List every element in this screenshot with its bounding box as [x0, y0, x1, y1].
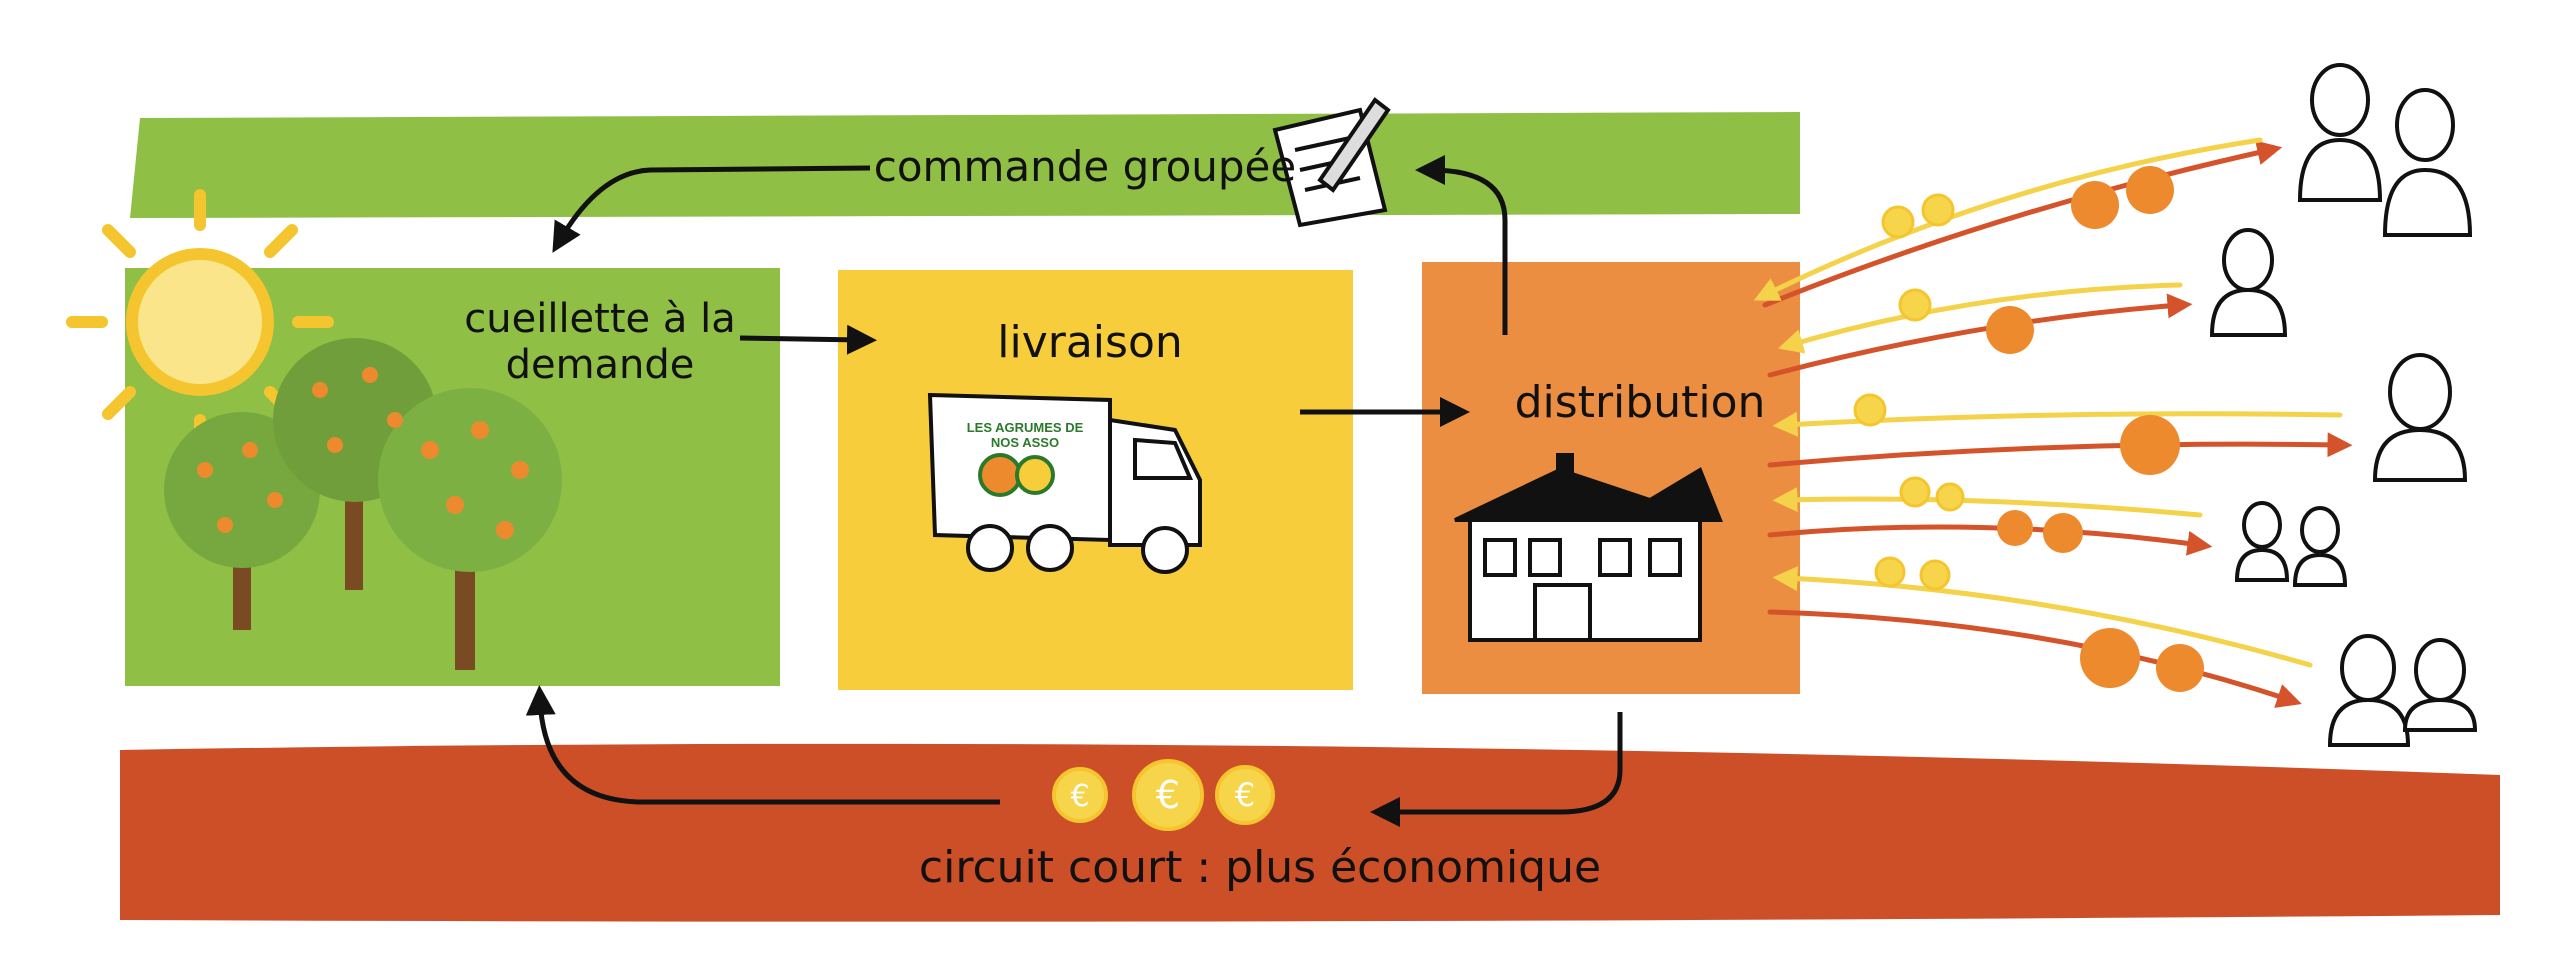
sun-icon — [66, 189, 334, 446]
customer-group-4 — [2234, 501, 2348, 587]
arrow-cueillette-to-livraison — [739, 324, 877, 355]
svg-text:€: € — [1070, 779, 1089, 814]
flow-euro-coins — [1853, 193, 1965, 591]
flow-red-2 — [1767, 293, 2193, 378]
livraison-label: livraison — [997, 317, 1183, 368]
flow-red-4 — [1767, 524, 2213, 556]
flow-yellow-2 — [1777, 282, 2183, 354]
order-form-icon — [1272, 97, 1391, 228]
flow-yellow-1 — [1753, 137, 2263, 301]
customer-icon — [2209, 63, 2478, 747]
customer-single-3 — [2372, 353, 2468, 482]
flow-yellow-5 — [1772, 566, 2313, 668]
truck-brand-label: LES AGRUMES DE NOS ASSO — [966, 420, 1084, 450]
svg-text:€: € — [1156, 773, 1180, 817]
circuit-court-label: circuit court : plus économique — [918, 842, 1602, 893]
bottom-red-band — [120, 743, 2500, 922]
arrow-commande-to-cueillette — [552, 165, 871, 253]
flow-red-5 — [1767, 609, 2302, 708]
arrow-distribution-to-circuit — [1370, 712, 1623, 827]
house-icon — [1454, 453, 1723, 642]
arrow-distribution-to-form — [1415, 155, 1508, 335]
flow-red-3 — [1767, 432, 2353, 468]
customer-group-1 — [2297, 63, 2473, 237]
commande-groupee-label: commande groupée — [873, 142, 1297, 191]
euro-coin-icon: € € € — [1052, 759, 1275, 831]
flow-arrows — [525, 155, 1623, 827]
orange-tree-icon — [164, 338, 562, 670]
arrow-circuit-to-cueillette — [525, 685, 1000, 805]
flow-red-1 — [1762, 140, 2283, 308]
customer-single-2 — [2209, 228, 2288, 337]
top-green-band — [130, 112, 1800, 218]
customer-flows — [1753, 137, 2353, 708]
flow-yellow-4 — [1772, 487, 2203, 518]
svg-text:€: € — [1235, 776, 1255, 814]
customer-group-5 — [2327, 634, 2478, 747]
distribution-label: distribution — [1514, 377, 1766, 428]
delivery-truck-icon — [927, 392, 1202, 574]
cueillette-label: cueillette à la demande — [464, 296, 736, 388]
orange-fruit-icon — [1986, 166, 2204, 692]
